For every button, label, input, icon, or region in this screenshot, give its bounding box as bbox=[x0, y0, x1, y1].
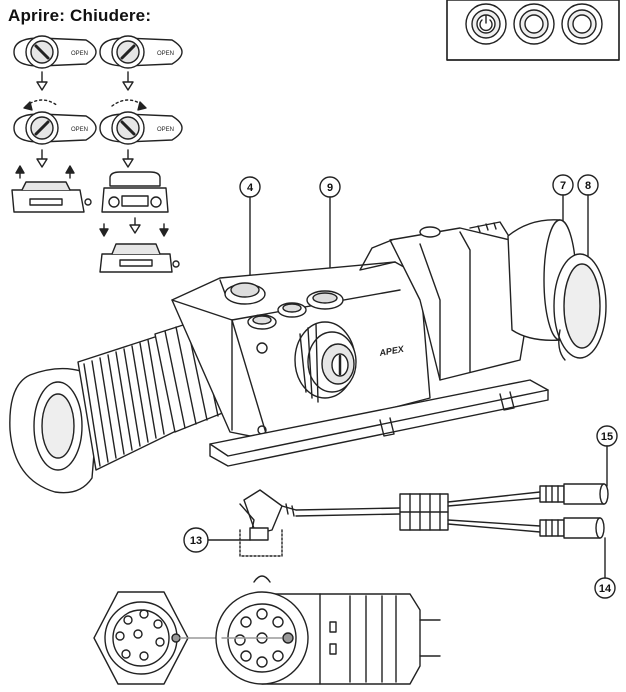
callout-7-label: 7 bbox=[560, 180, 566, 192]
arrow-down-icon bbox=[36, 71, 48, 91]
battery-cap-closed-icon bbox=[99, 223, 180, 273]
battery-knob-icon: OPEN bbox=[99, 111, 183, 145]
side-knob bbox=[294, 321, 357, 403]
detail-arc bbox=[253, 575, 271, 583]
cable-line bbox=[447, 523, 541, 533]
callout-4: 4 bbox=[239, 176, 261, 283]
cable-line bbox=[447, 497, 541, 507]
rotate-arrow-icon bbox=[25, 99, 59, 107]
connector-detail bbox=[93, 591, 441, 685]
callout-15: 15 bbox=[596, 425, 618, 487]
elbow-connector bbox=[239, 489, 297, 541]
rotate-arrowhead-icon bbox=[137, 101, 147, 111]
round-button-icon bbox=[513, 3, 555, 45]
rail-mount bbox=[209, 379, 549, 467]
eyepiece-focus-ring bbox=[77, 335, 179, 471]
plug-14 bbox=[539, 517, 605, 539]
eyecup bbox=[9, 367, 101, 494]
open-close-heading: Aprire: Chiudere: bbox=[8, 6, 152, 25]
battery-knob-icon: OPEN bbox=[13, 111, 97, 145]
plug-15 bbox=[539, 483, 609, 505]
top-right-inset bbox=[446, 0, 620, 61]
cable-line bbox=[295, 513, 401, 517]
cable-splitter bbox=[399, 493, 449, 531]
knob-open-label: OPEN bbox=[71, 127, 88, 133]
cable-line bbox=[295, 507, 401, 511]
battery-knob-icon: OPEN bbox=[13, 35, 97, 69]
cable-assembly: 15 14 13 bbox=[183, 425, 618, 599]
knob-open-label: OPEN bbox=[157, 127, 174, 133]
top-buttons bbox=[224, 282, 344, 330]
callout-15-label: 15 bbox=[601, 431, 613, 443]
riflescope-illustration: APEX bbox=[9, 219, 607, 494]
callout-9-label: 9 bbox=[327, 182, 333, 194]
knob-open-label: OPEN bbox=[71, 51, 88, 57]
callout-8: 8 bbox=[577, 174, 599, 263]
arrow-down-icon bbox=[122, 149, 134, 168]
objective-tube bbox=[359, 221, 531, 381]
battery-cap-open-icon bbox=[11, 165, 92, 213]
cable-line bbox=[447, 491, 541, 503]
arrow-down-icon bbox=[36, 149, 48, 168]
arrow-down-icon bbox=[122, 71, 134, 91]
arrow-down-icon bbox=[129, 217, 141, 234]
battery-cap-close-icon bbox=[101, 171, 169, 213]
callout-7: 7 bbox=[552, 174, 574, 223]
callout-14-label: 14 bbox=[599, 583, 612, 595]
callout-8-label: 8 bbox=[585, 180, 591, 192]
detail-bracket bbox=[239, 529, 283, 557]
cable-line bbox=[447, 519, 541, 527]
power-button-icon bbox=[465, 3, 507, 45]
battery-cap-sequence: OPEN OPEN bbox=[11, 35, 183, 273]
callout-4-label: 4 bbox=[247, 182, 254, 194]
brand-label: APEX bbox=[378, 344, 406, 358]
plug-face bbox=[215, 591, 441, 685]
callout-13-label: 13 bbox=[190, 535, 202, 547]
callout-14: 14 bbox=[594, 537, 616, 599]
hex-socket bbox=[93, 591, 189, 685]
rotate-arrowhead-icon bbox=[23, 101, 33, 111]
callout-13: 13 bbox=[183, 527, 251, 553]
lens-cap bbox=[507, 219, 607, 361]
round-button-icon bbox=[561, 3, 603, 45]
knob-open-label: OPEN bbox=[157, 51, 174, 57]
battery-knob-icon: OPEN bbox=[99, 35, 183, 69]
